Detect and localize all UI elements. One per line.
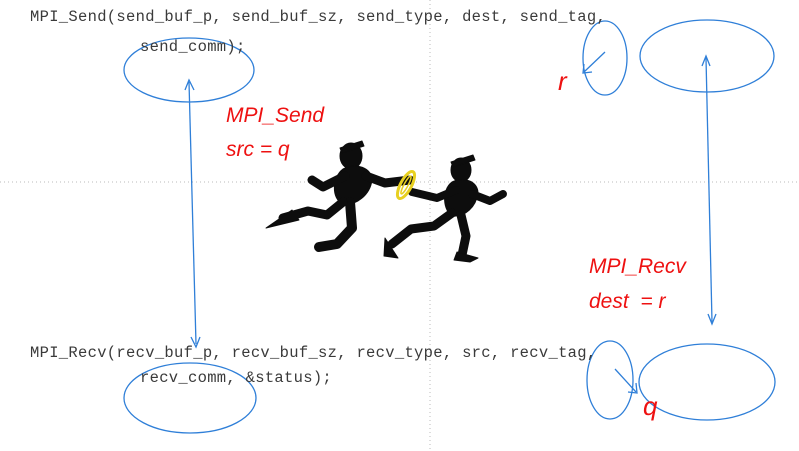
- comm-link-arrow: [188, 81, 197, 345]
- mpi-recv-label: MPI_Recv: [589, 255, 686, 278]
- mpi-send-label: MPI_Send: [226, 104, 325, 127]
- mpi-recv-signature-line-1: MPI_Recv(recv_buf_p, recv_buf_sz, recv_t…: [30, 344, 597, 362]
- mpi-send-signature-line-2: send_comm);: [140, 38, 246, 56]
- src-q-label: q: [643, 391, 658, 421]
- mpi-send-signature-line-1: MPI_Send(send_buf_p, send_buf_sz, send_t…: [30, 8, 607, 26]
- recv-comm-ellipse: [123, 362, 257, 434]
- tag-link-arrow: [705, 57, 713, 323]
- src-to-q-arrow: [614, 368, 637, 393]
- send-src-label: src = q: [226, 138, 290, 161]
- dest-to-r-arrow: [583, 51, 606, 73]
- relay-runners-baton-icon: [265, 140, 507, 263]
- dest-r-label: r: [558, 66, 567, 96]
- recv-dest-label: dest = r: [589, 290, 666, 313]
- recv-tag-ellipse: [638, 343, 776, 421]
- src-ellipse: [586, 340, 634, 420]
- mpi-recv-signature-line-2: recv_comm, &status);: [140, 369, 333, 387]
- dest-ellipse: [582, 20, 628, 96]
